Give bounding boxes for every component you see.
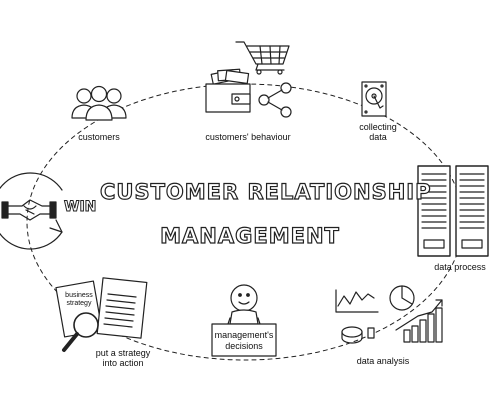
diagram-title-line1: CUSTOMER RELATIONSHIP bbox=[99, 179, 432, 204]
magnifier-icon bbox=[62, 312, 99, 352]
strategy-label-line1: put a strategy bbox=[95, 348, 151, 358]
share-icon bbox=[258, 82, 292, 118]
business-strategy-line1: business bbox=[65, 292, 93, 299]
data-analysis-label: data analysis bbox=[356, 356, 410, 366]
strategy-label-line2: into action bbox=[102, 358, 144, 368]
handshake-icon bbox=[0, 172, 63, 250]
person-icon bbox=[211, 284, 277, 357]
document-icon bbox=[55, 277, 148, 339]
people-icon bbox=[71, 85, 127, 121]
collecting-data-label-line2: data bbox=[369, 132, 387, 142]
chart-icon bbox=[335, 285, 443, 344]
server-rack-icon bbox=[417, 165, 489, 257]
shopping-cart-icon bbox=[235, 41, 290, 75]
data-process-label: data process bbox=[434, 262, 486, 272]
collecting-data-label-line1: collecting bbox=[359, 122, 397, 132]
customers-label: customers bbox=[78, 132, 120, 142]
management-decisions-label-line2: decisions bbox=[225, 341, 263, 351]
diagram-title-line2: MANAGEMENT bbox=[160, 223, 340, 248]
wallet-icon bbox=[205, 68, 251, 113]
hard-drive-icon bbox=[361, 81, 387, 117]
customers-behaviour-label: customers' behaviour bbox=[205, 132, 291, 142]
win-label: WIN bbox=[63, 199, 97, 216]
business-strategy-line2: strategy bbox=[66, 300, 92, 307]
management-decisions-label-line1: management's bbox=[214, 330, 274, 340]
